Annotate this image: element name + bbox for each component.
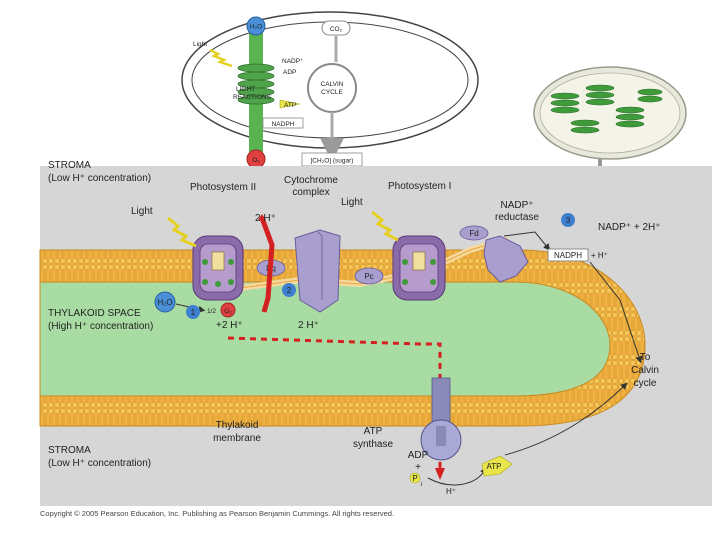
- chloroplast-light: Light: [193, 41, 207, 48]
- chloroplast-nadph-box: [262, 117, 304, 129]
- pi-label: P: [412, 474, 417, 483]
- atp-synthase-label-2: synthase: [353, 439, 393, 450]
- plastocyanin: [354, 267, 384, 285]
- nadph-box: [547, 248, 589, 262]
- step-2-label: 2: [287, 286, 292, 295]
- atp-shape: [481, 455, 513, 477]
- step-2-circle: [282, 283, 296, 297]
- light-bolt-left-icon: [167, 216, 197, 248]
- photosystem-i: [392, 235, 446, 301]
- stroma-bottom-title: STROMA: [48, 445, 91, 456]
- step-1-label: 1: [191, 308, 196, 317]
- light-right-label: Light: [341, 197, 363, 208]
- chloroplast-sugar: [CH₂O] (sugar): [311, 158, 354, 165]
- step-3-circle: [561, 213, 575, 227]
- half-o2-fraction: 1/2: [207, 308, 216, 315]
- nadp-plus-2h-label: NADP⁺ + 2H⁺: [598, 222, 661, 233]
- plus-label: +: [415, 462, 421, 473]
- thylakoid-stack-icon: [237, 63, 275, 105]
- nadph-label: NADPH: [554, 251, 582, 260]
- h2o-label: H₂O: [157, 298, 172, 307]
- nadp-reductase-label-1: NADP⁺: [500, 200, 533, 211]
- thylakoid-membrane-label-1: Thylakoid: [216, 420, 259, 431]
- thylakoid-membrane: [39, 249, 646, 427]
- cytochrome-label-2: complex: [292, 187, 329, 198]
- thylakoid-space-title: THYLAKOID SPACE: [48, 308, 141, 319]
- light-left-label: Light: [131, 206, 153, 217]
- photosystem-i-label: Photosystem I: [388, 181, 451, 192]
- fd-label: Fd: [469, 229, 478, 238]
- pc-label: Pc: [364, 272, 373, 281]
- chloroplast-atp: ATP: [284, 102, 296, 109]
- chloroplast-atp-shape: [279, 99, 301, 109]
- chloroplast-nadph: NADPH: [272, 121, 295, 128]
- nadp-reductase-label-2: reductase: [495, 212, 539, 223]
- atp-label: ATP: [487, 462, 502, 471]
- co2-molecule-icon: [321, 20, 351, 36]
- pi-subscript: i: [421, 481, 422, 488]
- chloroplast-h2o: H₂O: [250, 24, 262, 31]
- chloroplast-o2: O₂: [252, 157, 260, 164]
- nadph-arrow: [503, 231, 551, 251]
- to-calvin-label-1: To: [640, 352, 651, 363]
- cytochrome-label-1: Cytochrome: [284, 175, 338, 186]
- h-ion-pump-head: [258, 214, 266, 220]
- to-calvin-label-3: cycle: [634, 378, 657, 389]
- photosystem-ii: [192, 235, 244, 301]
- nadp-reductase: [483, 235, 529, 283]
- h-plus-label: H⁺: [446, 487, 456, 496]
- chloroplast-light-reactions-1: LIGHT: [236, 86, 255, 93]
- chloroplast-co2: CO₂: [330, 26, 343, 33]
- o2-label: O₂: [224, 308, 232, 315]
- calvin-cycle-circle: [307, 63, 357, 113]
- ferredoxin: [459, 225, 489, 241]
- two-h-top-label: 2 H⁺: [255, 213, 276, 224]
- light-bolt-right-icon: [371, 210, 399, 242]
- light-bolt-icon: [209, 48, 233, 68]
- atp-production-arrow: [427, 467, 487, 486]
- chloroplast-overview: H₂O CO₂ Light CALVIN CYCLE NADP⁺ ADP LIG…: [181, 11, 479, 169]
- step-1-circle: [186, 305, 200, 319]
- chloroplast-adp: ADP: [283, 69, 296, 76]
- o2-icon: [220, 302, 236, 318]
- chloroplast-light-reactions-2: REACTIONS: [233, 94, 272, 101]
- h2o-molecule-icon: [246, 16, 266, 36]
- cytochrome-complex: [294, 229, 341, 313]
- h-ion-gradient-path: [227, 336, 442, 470]
- phosphate-icon: [409, 472, 421, 484]
- atp-synthase-label-1: ATP: [364, 426, 383, 437]
- h2o-icon: [154, 291, 176, 313]
- chloroplast-calvin-1: CALVIN: [321, 81, 344, 88]
- step-3-label: 3: [566, 216, 571, 225]
- chloroplast-calvin-2: CYCLE: [321, 89, 343, 96]
- electron-flow-arrow: [214, 237, 509, 289]
- stroma-bottom-subtitle: (Low H⁺ concentration): [48, 458, 151, 469]
- copyright-notice: Copyright © 2005 Pearson Education, Inc.…: [40, 509, 395, 518]
- stroma-top-title: STROMA: [48, 160, 91, 171]
- to-calvin-arrow-lower: [504, 382, 628, 456]
- atp-synthase: [420, 377, 462, 461]
- two-h-mid-label: 2 H⁺: [298, 320, 319, 331]
- thylakoid-membrane-label-2: membrane: [213, 433, 261, 444]
- h-ion-pump-arrow: [259, 217, 275, 313]
- to-calvin-label-2: Calvin: [631, 365, 659, 376]
- thylakoid-lumen: [39, 281, 611, 397]
- photosystem-ii-label: Photosystem II: [190, 182, 256, 193]
- plus-2h-label: +2 H⁺: [216, 320, 243, 331]
- h-ion-exit-arrowhead: [435, 468, 445, 480]
- chloroplast-thumbnail: [533, 66, 687, 160]
- stroma-top-subtitle: (Low H⁺ concentration): [48, 173, 151, 184]
- chloroplast-nadp-plus: NADP⁺: [282, 58, 304, 65]
- adp-label: ADP: [408, 450, 429, 461]
- to-calvin-arrow-upper: [589, 261, 643, 364]
- plus-h-label: + H⁺: [591, 251, 608, 260]
- thylakoid-space-subtitle: (High H⁺ concentration): [48, 321, 153, 332]
